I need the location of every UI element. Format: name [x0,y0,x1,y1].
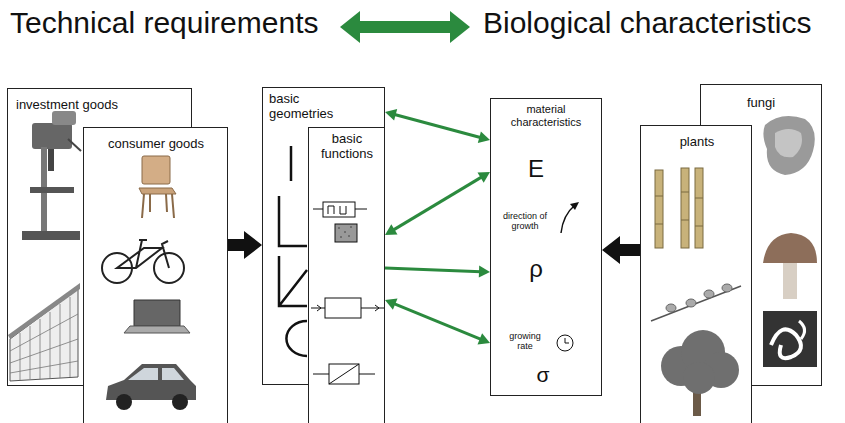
panel-heading: consumer goods [108,137,204,152]
relation-arrow [385,172,490,235]
property-label: σ [537,363,550,387]
panel-heading: fungi [747,96,775,111]
relation-arrow [385,299,490,345]
property-label: direction of growth [496,211,554,232]
panel-heading: material characteristics [494,103,598,128]
material-panel: material characteristicsEdirection of gr… [490,98,602,396]
technical-panel: basic functions [308,127,385,423]
panel-heading: plants [680,135,715,150]
relation-arrow [385,109,490,143]
arrow-head [385,109,397,121]
consumer-goods-illustration [84,128,227,423]
property-label: ρ [529,255,543,283]
plants-illustration [641,126,751,423]
panel-heading: basic geometries [269,92,349,122]
heading-label: Biological characteristics [483,6,811,41]
arrow-body [602,236,640,264]
arrow-head [479,266,490,278]
arrow-head [478,131,490,143]
material-symbols [491,99,601,395]
arrow-head [385,224,398,235]
relation-arrow [385,266,490,278]
arrow-line [393,177,483,231]
arrow-head [478,172,491,183]
category-panel: consumer goods [83,127,228,423]
panel-heading: investment goods [16,98,118,113]
panel-heading: basic functions [312,132,382,162]
arrow-head [478,333,491,344]
property-label: E [528,155,544,183]
function-symbols [309,128,384,423]
arrow-body [228,231,262,259]
flow-arrow [228,231,262,259]
heading-label: Technical requirements [10,6,318,41]
organism-panel: plants [640,125,752,423]
flow-arrow [602,236,640,264]
arrow-line [394,114,482,137]
arrow-head [385,299,398,310]
property-label: growing rate [505,331,545,352]
arrow-line [385,268,481,272]
arrow-line [393,303,481,339]
double-arrow [340,11,470,43]
